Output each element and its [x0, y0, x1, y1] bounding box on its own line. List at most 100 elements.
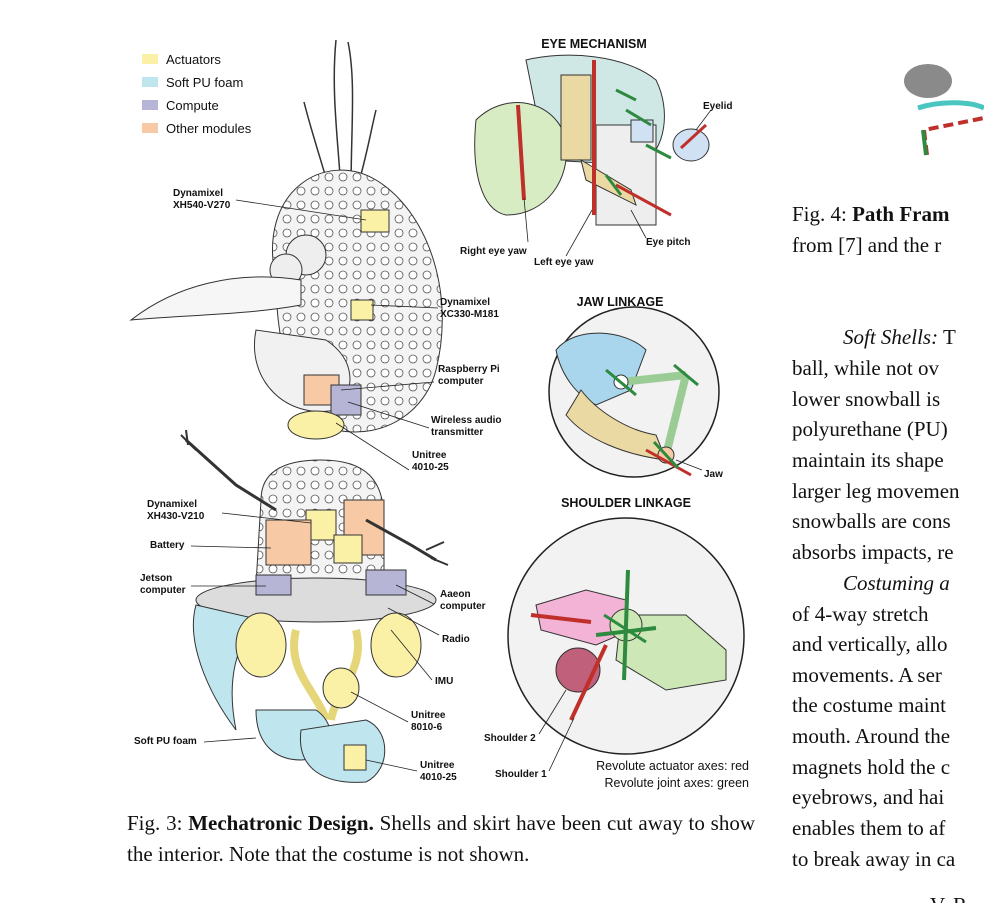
legend-label-actuators: Actuators: [166, 52, 221, 67]
jaw-green-axis: [605, 368, 637, 397]
label-left-eye-yaw: Left eye yaw: [534, 257, 594, 268]
label-imu: IMU: [435, 676, 453, 687]
run-in-heading: Costuming a: [843, 571, 950, 595]
shoulder-actuator: [333, 534, 363, 564]
right-column: Fig. 4: Path Fram from [7] and the r Sof…: [792, 0, 984, 903]
figure-3-illustration: Actuators Soft PU foam Compute Other mod…: [129, 37, 749, 790]
label-unitree-8010-2: 8010-6: [411, 722, 443, 733]
label-eyelid: Eyelid: [703, 101, 732, 112]
foot-foam: [299, 719, 386, 783]
fig4-prefix: Fig. 4:: [792, 202, 847, 226]
line-text: magnets hold the c: [792, 755, 951, 779]
line-text: snowballs are cons: [792, 509, 951, 533]
hip-actuator: [235, 612, 287, 678]
label-right-eye-yaw: Right eye yaw: [460, 246, 527, 257]
hair-strand: [347, 41, 354, 191]
jaw-linkage-title: JAW LINKAGE: [577, 295, 664, 309]
shoulder-red-axis: [530, 613, 592, 624]
legend-swatch-actuators: [142, 54, 158, 64]
eye-green-axis: [645, 143, 672, 160]
label-jaw: Jaw: [704, 469, 723, 480]
line-text: and vertically, allo: [792, 632, 948, 656]
eyelid-disc: [672, 128, 710, 162]
body-text-line: the costume maint: [792, 690, 984, 721]
fig4-dark-blob: [904, 64, 952, 98]
line-text: mouth. Around the: [792, 724, 951, 748]
axes-note-green: Revolute joint axes: green: [604, 776, 749, 790]
run-in-heading: Soft Shells:: [843, 325, 939, 349]
eye-red-axis: [516, 104, 526, 201]
right-hand: [425, 541, 449, 566]
label-dynamixel-xh540-1: Dynamixel: [173, 188, 223, 199]
eye-red-axis: [615, 183, 672, 217]
carrot-nose: [129, 276, 302, 321]
figure-3-caption: Fig. 3: Mechatronic Design. Shells and s…: [127, 808, 755, 870]
body-text-line: snowballs are cons: [792, 506, 984, 537]
body-text-line: mouth. Around the: [792, 721, 984, 752]
body-text-line: Costuming a: [843, 568, 984, 599]
body-text-line: movements. A ser: [792, 660, 984, 691]
label-unitree-8010-1: Unitree: [411, 710, 446, 721]
caption-bold-title: Mechatronic Design.: [188, 811, 374, 835]
line-text: enables them to af: [792, 816, 946, 840]
jaw-green-axis: [652, 440, 680, 470]
fig4-green-axis: [921, 129, 928, 156]
label-shoulder-1: Shoulder 1: [495, 769, 547, 780]
left-arm: [184, 438, 277, 512]
label-soft-pu-foam: Soft PU foam: [134, 736, 197, 747]
body-text-line: magnets hold the c: [792, 752, 984, 783]
line-text: larger leg movemen: [792, 479, 960, 503]
line-text: movements. A ser: [792, 663, 942, 687]
shoulder-linkage-inset: SHOULDER LINKAGE Shoulder 2 Shoulder 1 R…: [484, 496, 749, 790]
line-text: ball, while not ov: [792, 356, 939, 380]
legend-label-compute: Compute: [166, 98, 219, 113]
figure-3: Actuators Soft PU foam Compute Other mod…: [126, 30, 756, 800]
label-raspberry-1: Raspberry Pi: [438, 364, 500, 375]
label-jetson-2: computer: [140, 585, 186, 596]
neck-actuator: [287, 410, 345, 440]
shoulder-green-axis: [622, 569, 630, 681]
line-text: maintain its shape: [792, 448, 944, 472]
label-raspberry-2: computer: [438, 376, 484, 387]
hair-strand: [333, 39, 342, 191]
line-text: lower snowball is: [792, 387, 941, 411]
jaw-link-green: [662, 374, 690, 456]
body-text-line: polyurethane (PU): [792, 414, 984, 445]
actuator-xh540: [360, 209, 390, 233]
shoulder-green-axis: [603, 613, 647, 644]
body-text-line: maintain its shape: [792, 445, 984, 476]
section-heading-fragment: V. R: [930, 893, 967, 903]
knee-actuator: [322, 667, 360, 709]
label-dynamixel-xc330-2: XC330-M181: [440, 309, 499, 320]
eye-mechanism-inset: EYE MECHANISM Eyelid Right eye yaw Left …: [460, 37, 732, 268]
label-aaeon-2: computer: [440, 601, 486, 612]
actuator-xc330: [350, 299, 374, 321]
label-dynamixel-xh430-2: XH430-V210: [147, 511, 205, 522]
label-battery: Battery: [150, 540, 185, 551]
eye-green-axis: [625, 108, 652, 127]
eye-green-axis: [615, 88, 637, 102]
eye-mechanism-title: EYE MECHANISM: [541, 37, 647, 51]
body-text-line: absorbs impacts, re: [792, 537, 984, 568]
caption-text: Shells and skirt have been cut away to s…: [127, 811, 756, 866]
body-text-line: of 4-way stretch: [792, 599, 984, 630]
eye-green-axis: [604, 174, 623, 196]
fig4-red-path: [921, 116, 984, 156]
line-text: polyurethane (PU): [792, 417, 948, 441]
aaeon-module: [365, 569, 407, 596]
legend-label-other: Other modules: [166, 121, 252, 136]
body-text-line: to break away in ca: [792, 844, 984, 875]
shoulder-arm-green: [615, 614, 727, 691]
label-dynamixel-xh540-2: XH540-V270: [173, 200, 231, 211]
line-text: absorbs impacts, re: [792, 540, 954, 564]
shoulder-linkage-title: SHOULDER LINKAGE: [561, 496, 691, 510]
jaw-green-axis: [673, 363, 699, 387]
label-shoulder-2: Shoulder 2: [484, 733, 536, 744]
label-wireless-1: Wireless audio: [431, 415, 502, 426]
eye-frame: [560, 74, 592, 161]
line-text: eyebrows, and hai: [792, 785, 945, 809]
caption-prefix: Fig. 3:: [127, 811, 183, 835]
label-aaeon-1: Aaeon: [440, 589, 471, 600]
figure-4-caption: Fig. 4: Path Fram from [7] and the r: [792, 199, 984, 261]
axes-note-red: Revolute actuator axes: red: [596, 759, 749, 773]
